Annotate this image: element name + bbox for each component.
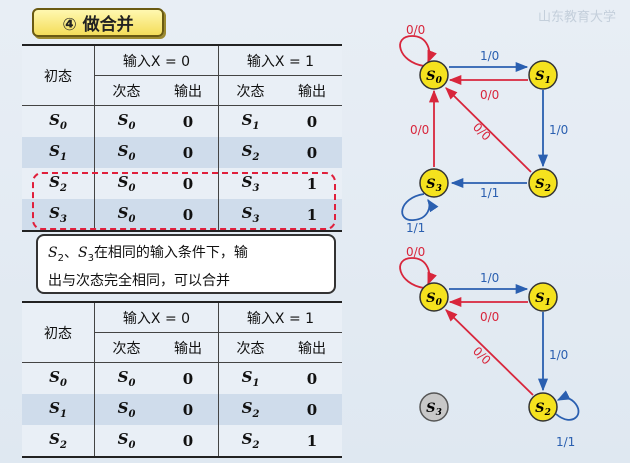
table-row: S1 S0 0 S2 0: [22, 394, 342, 425]
state-table-original: 初态 输入X = 0 输入X = 1 次态 输出 次态 输出 S0 S0 0 S…: [22, 44, 342, 232]
label-s0-self: 0/0: [406, 245, 425, 259]
cell-next: S0: [94, 137, 158, 168]
node-s0: S0: [419, 60, 449, 90]
state-table-merged: 初态 输入X = 0 输入X = 1 次态 输出 次态 输出 S0 S0 0 S…: [22, 301, 342, 458]
edge-s2-self: [555, 390, 580, 421]
header-output: 输出: [158, 332, 219, 363]
edge-s2-s0: [445, 87, 532, 173]
diagram-merged: 0/0 1/0 0/0 1/0 0/0 1/1 S0 S1: [399, 245, 580, 449]
label-s2-self: 1/1: [556, 435, 575, 449]
cell-output: 0: [282, 362, 342, 394]
cell-next: S3: [218, 199, 282, 232]
header-next-state: 次态: [218, 75, 282, 106]
cell-output: 0: [282, 394, 342, 425]
merge-highlight-box: [32, 172, 336, 230]
cell-output: 0: [158, 394, 219, 425]
merge-callout: S2、S3在相同的输入条件下，输 出与次态完全相同，可以合并: [36, 234, 336, 294]
cell-output: 0: [158, 105, 219, 137]
node-s1: S1: [528, 282, 558, 312]
cell-next: S2: [218, 137, 282, 168]
header-input-x0: 输入X = 0: [94, 301, 219, 333]
cell-next: S0: [94, 362, 158, 394]
edge-s0-self: [399, 257, 437, 289]
node-s2: S2: [528, 392, 558, 422]
cell-next: S1: [218, 105, 282, 137]
edge-s0-self: [399, 35, 437, 67]
cell-output: 0: [282, 105, 342, 137]
cell-state: S1: [22, 394, 95, 425]
label-s2-s0: 0/0: [470, 344, 494, 368]
cell-output: 0: [282, 137, 342, 168]
table-row: S3 S0 0 S3 1: [22, 199, 342, 232]
cell-output: 0: [158, 199, 219, 232]
node-s0: S0: [419, 282, 449, 312]
header-next-state: 次态: [94, 332, 158, 363]
cell-state: S0: [22, 362, 95, 394]
node-s2: S2: [528, 168, 558, 198]
cell-next: S2: [218, 394, 282, 425]
section-title: ④ 做合并: [32, 8, 164, 37]
label-s1-s0: 0/0: [480, 88, 499, 102]
label-s2-s0: 0/0: [470, 120, 494, 144]
node-s1: S1: [528, 60, 558, 90]
table-row: S0 S0 0 S1 0: [22, 362, 342, 394]
cell-output: 1: [282, 425, 342, 458]
label-s0-s1: 1/0: [480, 49, 499, 63]
table-row: S1 S0 0 S2 0: [22, 137, 342, 168]
label-s3-self: 1/1: [406, 221, 425, 235]
header-initial-state: 初态: [22, 44, 95, 106]
label-s1-s2: 1/0: [549, 348, 568, 362]
edge-s3-self: [401, 193, 439, 221]
node-s3: S3: [419, 168, 449, 198]
cell-state: S2: [22, 425, 95, 458]
header-input-x1: 输入X = 1: [218, 44, 342, 76]
cell-next: S1: [218, 362, 282, 394]
cell-next: S0: [94, 105, 158, 137]
edge-s2-s0: [445, 309, 534, 396]
label-s1-s2: 1/0: [549, 123, 568, 137]
header-next-state: 次态: [218, 332, 282, 363]
callout-line-2: 出与次态完全相同，可以合并: [48, 272, 230, 289]
node-s3-removed: S3: [419, 392, 449, 422]
cell-next: S2: [218, 425, 282, 458]
cell-next: S0: [94, 425, 158, 458]
cell-next: S0: [94, 199, 158, 232]
label-s0-self: 0/0: [406, 23, 425, 37]
callout-line-1: S2、S3在相同的输入条件下，输: [48, 245, 248, 264]
label-s0-s1: 1/0: [480, 271, 499, 285]
label-s2-s3: 1/1: [480, 186, 499, 200]
header-input-x1: 输入X = 1: [218, 301, 342, 333]
cell-state: S0: [22, 105, 95, 137]
cell-next: S0: [94, 394, 158, 425]
cell-state: S1: [22, 137, 95, 168]
header-initial-state: 初态: [22, 301, 95, 363]
table-row: S0 S0 0 S1 0: [22, 105, 342, 137]
header-output: 输出: [282, 75, 342, 106]
header-output: 输出: [282, 332, 342, 363]
header-next-state: 次态: [94, 75, 158, 106]
cell-output: 0: [158, 137, 219, 168]
watermark: 山东教育大学: [537, 10, 616, 25]
table-row: S2 S0 0 S2 1: [22, 425, 342, 458]
header-output: 输出: [158, 75, 219, 106]
cell-output: 0: [158, 425, 219, 458]
cell-output: 0: [158, 362, 219, 394]
label-s3-s0: 0/0: [410, 123, 429, 137]
diagram-original: 0/0 1/0 0/0 1/0 0/0 1/1 0/0 1/1: [399, 23, 568, 235]
header-input-x0: 输入X = 0: [94, 44, 219, 76]
label-s1-s0: 0/0: [480, 310, 499, 324]
